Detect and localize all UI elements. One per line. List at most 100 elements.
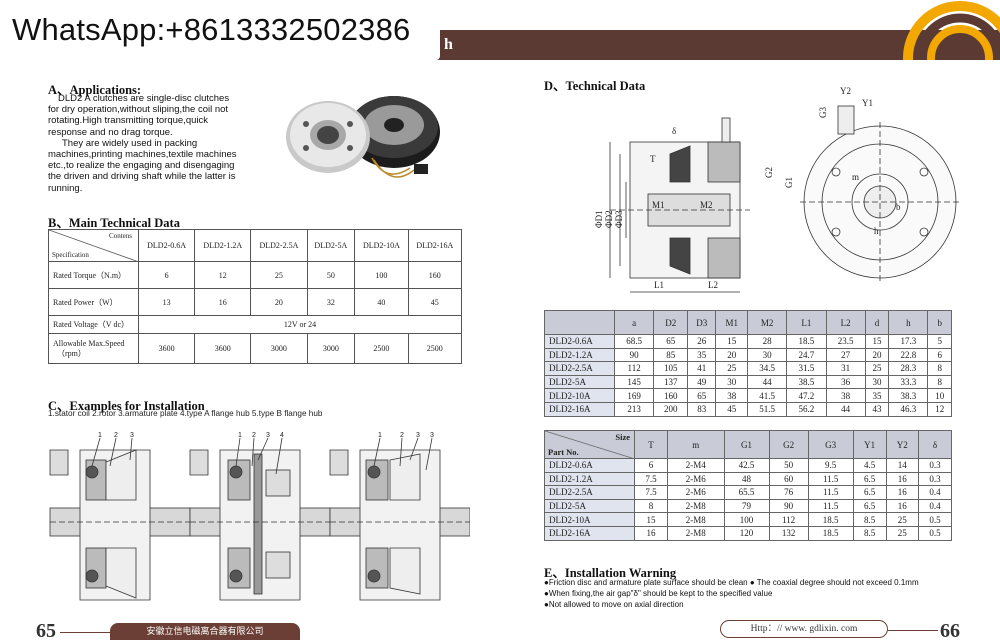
whatsapp-number[interactable]: WhatsApp:+8613332502386 [12, 12, 411, 47]
value-cell: 17.3 [888, 334, 929, 349]
value-cell: 2-M6 [666, 485, 725, 500]
dim-g1: G1 [784, 177, 794, 188]
part-number-cell: DLD2-16A [544, 525, 635, 541]
value-cell: 76 [768, 485, 809, 500]
part-number-cell: DLD2-10A [544, 512, 635, 527]
value-cell: 30 [715, 374, 749, 390]
dim-delta: δ [672, 126, 676, 136]
value-cell: 28 [747, 334, 788, 349]
part-number-cell: DLD2-1.2A [544, 471, 635, 487]
value-cell: 0.5 [917, 525, 953, 541]
value-cell: 132 [768, 525, 809, 541]
table-corner-cell: Size Part No. [544, 430, 635, 459]
callout-number: 3 [130, 432, 134, 439]
value-cell: 65 [653, 334, 689, 349]
value-cell: 65 [687, 388, 717, 403]
part-number-cell: DLD2-5A [544, 374, 615, 390]
value-cell: 23.5 [825, 334, 866, 349]
dim-y2: Y2 [840, 86, 851, 96]
header-band-text: h [444, 36, 453, 53]
value-cell: 26 [687, 334, 717, 349]
dim-t: T [650, 154, 656, 164]
callout-number: 1 [238, 432, 242, 439]
value-cell: 120 [723, 525, 770, 541]
value-cell: 34.5 [747, 361, 788, 376]
value-cell: 2-M8 [666, 498, 725, 514]
value-cell: 27 [825, 347, 866, 363]
main-data-table: Contens Specification DLD2-0.6A DLD2-1.2… [48, 229, 463, 364]
website-link[interactable]: Http：// www. gdlixin. com [720, 620, 888, 638]
value-cell: 35 [687, 347, 717, 363]
part-number-cell: DLD2-10A [544, 388, 615, 403]
value-cell: 20 [715, 347, 749, 363]
value-cell: 6 [634, 458, 668, 473]
dim-g2: G2 [764, 167, 774, 178]
value-cell: 145 [613, 374, 655, 390]
dim-d2: ΦD2 [604, 210, 614, 228]
value-cell: 11.5 [807, 471, 854, 487]
value-cell: 49 [687, 374, 717, 390]
value-cell: 42.5 [723, 458, 770, 473]
value-cell: 18.5 [786, 334, 827, 349]
model-header: DLD2-5A [306, 229, 356, 262]
value-cell: 22.8 [888, 347, 929, 363]
dim-y1: Y1 [862, 98, 873, 108]
value-cell: 0.4 [917, 498, 953, 514]
value-cell: 31 [825, 361, 866, 376]
dimension-table-2: Size Part No. T m G1 G2 G3 Y1 Y2 δ DLD2-… [544, 430, 953, 541]
dim-h: h [874, 226, 879, 236]
value-cell: 25 [864, 361, 890, 376]
value-cell: 47.2 [786, 388, 827, 403]
model-header: DLD2-16A [407, 229, 463, 262]
dim-d3: ΦD3 [614, 210, 624, 228]
table-row: Allowable Max.Speed（rpm） 3600 3600 3000 … [48, 333, 463, 364]
value-cell: 4.5 [852, 458, 887, 473]
footer-divider [60, 632, 110, 633]
value-cell: 41 [687, 361, 717, 376]
value-cell: 20 [864, 347, 890, 363]
part-number-cell: DLD2-1.2A [544, 347, 615, 363]
callout-number: 1 [378, 432, 382, 439]
value-cell: 31.5 [786, 361, 827, 376]
callout-number: 3 [416, 432, 420, 439]
model-header: DLD2-1.2A [194, 229, 252, 262]
value-cell: 6 [927, 347, 952, 363]
dim-l2: L2 [708, 280, 718, 290]
part-number-cell: DLD2-0.6A [544, 458, 635, 473]
value-cell: 56.2 [786, 401, 827, 417]
value-cell: 38 [715, 388, 749, 403]
installation-legend: 1.stator coil 2.rotor 3.armature plate 4… [48, 409, 323, 418]
value-cell: 30 [747, 347, 788, 363]
part-number-cell: DLD2-2.5A [544, 361, 615, 376]
callout-number: 2 [400, 432, 404, 439]
value-cell: 68.5 [613, 334, 655, 349]
callout-number: 1 [98, 432, 102, 439]
callout-number: 3 [266, 432, 270, 439]
value-cell: 16 [885, 498, 919, 514]
value-cell: 9.5 [807, 458, 854, 473]
clutch-product-image [286, 96, 440, 178]
value-cell: 14 [885, 458, 919, 473]
value-cell: 213 [613, 401, 655, 417]
value-cell: 15 [864, 334, 890, 349]
value-cell: 2-M8 [666, 512, 725, 527]
whatsapp-banner: WhatsApp:+8613332502386 [0, 0, 440, 60]
value-cell: 46.3 [888, 401, 929, 417]
value-cell: 44 [825, 401, 866, 417]
value-cell: 38 [825, 388, 866, 403]
value-cell: 112 [768, 512, 809, 527]
value-cell: 25 [715, 361, 749, 376]
value-cell: 0.4 [917, 485, 953, 500]
dim-d1: ΦD1 [594, 210, 604, 228]
value-cell: 0.5 [917, 512, 953, 527]
value-cell: 38.3 [888, 388, 929, 403]
value-cell: 18.5 [807, 525, 854, 541]
value-cell: 2-M8 [666, 525, 725, 541]
callout-number: 2 [114, 432, 118, 439]
value-cell: 16 [634, 525, 668, 541]
installation-drawings: 1 2 3 1 2 3 4 1 2 3 3 [49, 432, 470, 601]
